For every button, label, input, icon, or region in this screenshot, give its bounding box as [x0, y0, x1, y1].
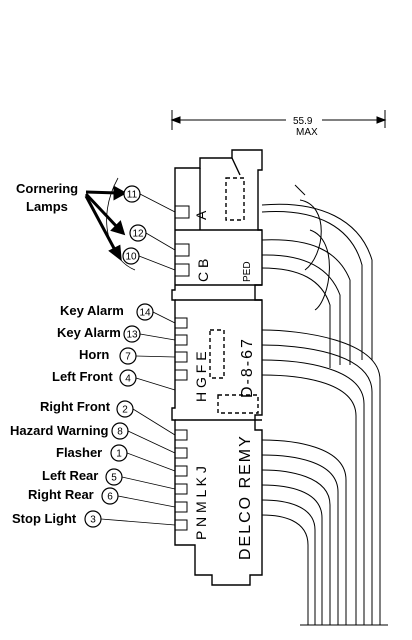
- callout-num-2: 2: [122, 405, 128, 416]
- ped-tag: PED: [242, 261, 253, 282]
- pin-callouts: Key Alarm 14 Key Alarm 13 Horn 7 Left Fr…: [10, 303, 176, 528]
- pin-stubs: [174, 205, 190, 531]
- dimension-marker: [170, 110, 387, 130]
- callout-label-left-rear: Left Rear: [42, 468, 98, 483]
- callout-label-lamps: Lamps: [26, 199, 68, 214]
- brand-name: DELCO REMY: [237, 434, 254, 560]
- marker-num-11: 11: [127, 190, 138, 201]
- callout-label-cornering: Cornering: [16, 181, 78, 196]
- pin-labels-pnmlkj: P N M L K J: [193, 466, 209, 540]
- part-code: D-8-67: [239, 337, 256, 398]
- callout-label-right-front: Right Front: [40, 399, 111, 414]
- pin-labels-cb: C B: [195, 259, 211, 282]
- callout-label-stop-light: Stop Light: [12, 511, 77, 526]
- cornering-leaders: [138, 193, 176, 271]
- callout-num-14: 14: [139, 308, 151, 319]
- callout-label-left-front: Left Front: [52, 369, 113, 384]
- pin-label-a: A: [193, 210, 209, 220]
- upper-wire-bundle: [261, 184, 373, 368]
- dimension-unit: MAX: [296, 127, 318, 138]
- connector-body: [171, 149, 263, 586]
- cornering-bracket: [106, 177, 136, 271]
- callout-num-13: 13: [126, 330, 138, 341]
- callout-label-horn: Horn: [79, 347, 109, 362]
- callout-label-hazard-warning: Hazard Warning: [10, 423, 109, 438]
- callout-num-1: 1: [116, 449, 122, 460]
- callout-label-flasher: Flasher: [56, 445, 102, 460]
- callout-num-8: 8: [117, 427, 123, 438]
- marker-num-12: 12: [132, 229, 144, 240]
- cornering-markers: 11 12 10: [122, 185, 147, 265]
- callout-num-4: 4: [125, 374, 131, 385]
- dimension-value: 55.9: [293, 116, 313, 127]
- callout-label-key-alarm-14: Key Alarm: [60, 303, 124, 318]
- pin-labels-hgfe: H G F E: [193, 351, 209, 402]
- callout-num-6: 6: [107, 492, 113, 503]
- callout-num-3: 3: [90, 515, 96, 526]
- marker-num-10: 10: [125, 252, 137, 263]
- callout-num-5: 5: [111, 473, 117, 484]
- lower-wire-bundle: [261, 329, 388, 626]
- callout-label-key-alarm-13: Key Alarm: [57, 325, 121, 340]
- callout-label-right-rear: Right Rear: [28, 487, 94, 502]
- callout-num-7: 7: [125, 352, 131, 363]
- cornering-arrows: [84, 185, 128, 262]
